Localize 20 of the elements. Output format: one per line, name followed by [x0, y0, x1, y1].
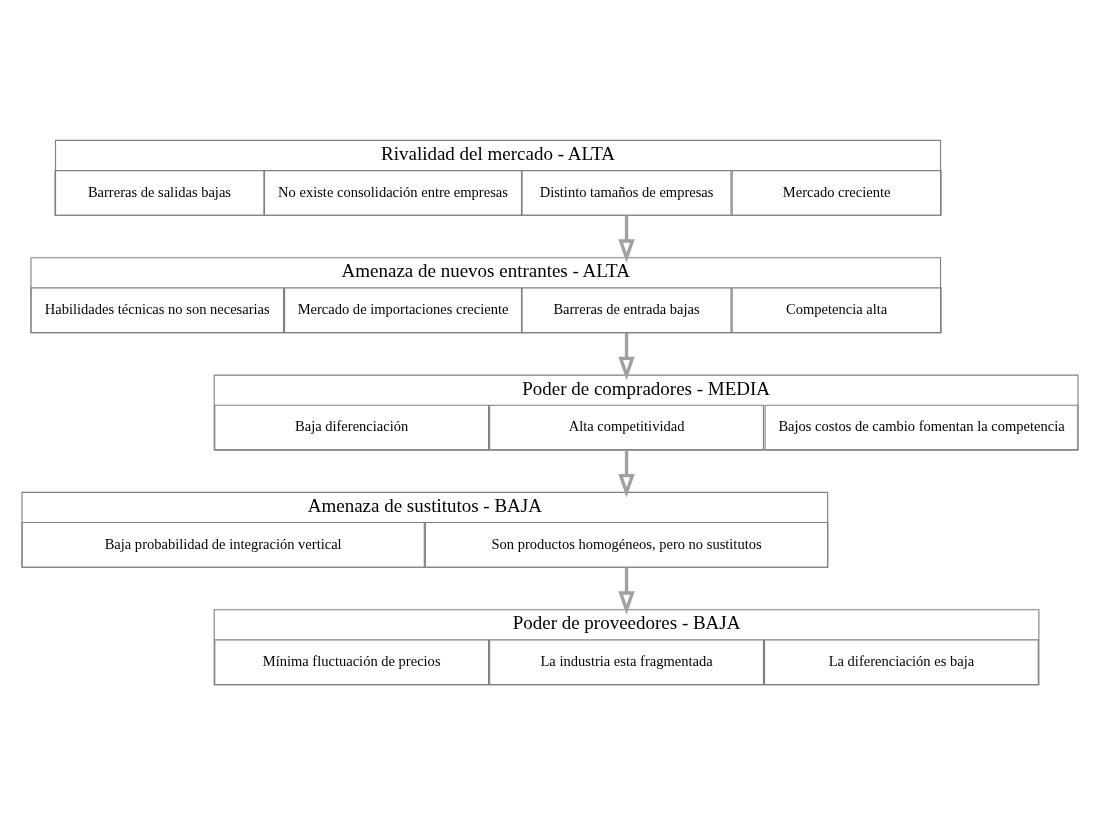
- node-box: Alta competitividad: [489, 404, 764, 451]
- arrow: [618, 567, 635, 615]
- node-box: Distinto tamaños de empresas: [521, 170, 732, 216]
- node-box: Baja diferenciación: [214, 404, 490, 451]
- node-box: Baja probabilidad de integración vertical: [21, 522, 425, 568]
- node-box: La industria esta fragmentada: [489, 639, 764, 686]
- node-box: Habilidades técnicas no son necesarias: [30, 287, 285, 334]
- node-box: Barreras de entrada bajas: [521, 287, 732, 334]
- node-box: Competencia alta: [731, 287, 942, 334]
- arrow: [618, 333, 635, 381]
- node-box: No existe consolidación entre empresas: [263, 170, 523, 216]
- node-box: Mínima fluctuación de precios: [214, 639, 490, 686]
- node-box: Son productos homogéneos, pero no sustitutos: [424, 522, 829, 568]
- node-box: Mercado creciente: [731, 170, 942, 216]
- node-box: Mercado de importaciones creciente: [284, 287, 523, 334]
- arrow: [618, 450, 635, 498]
- node-box: Barreras de salidas bajas: [54, 170, 265, 216]
- node-box: La diferenciación es baja: [764, 639, 1039, 686]
- node-box: Bajos costos de cambio fomentan la competencia: [764, 404, 1079, 451]
- arrow: [618, 215, 635, 263]
